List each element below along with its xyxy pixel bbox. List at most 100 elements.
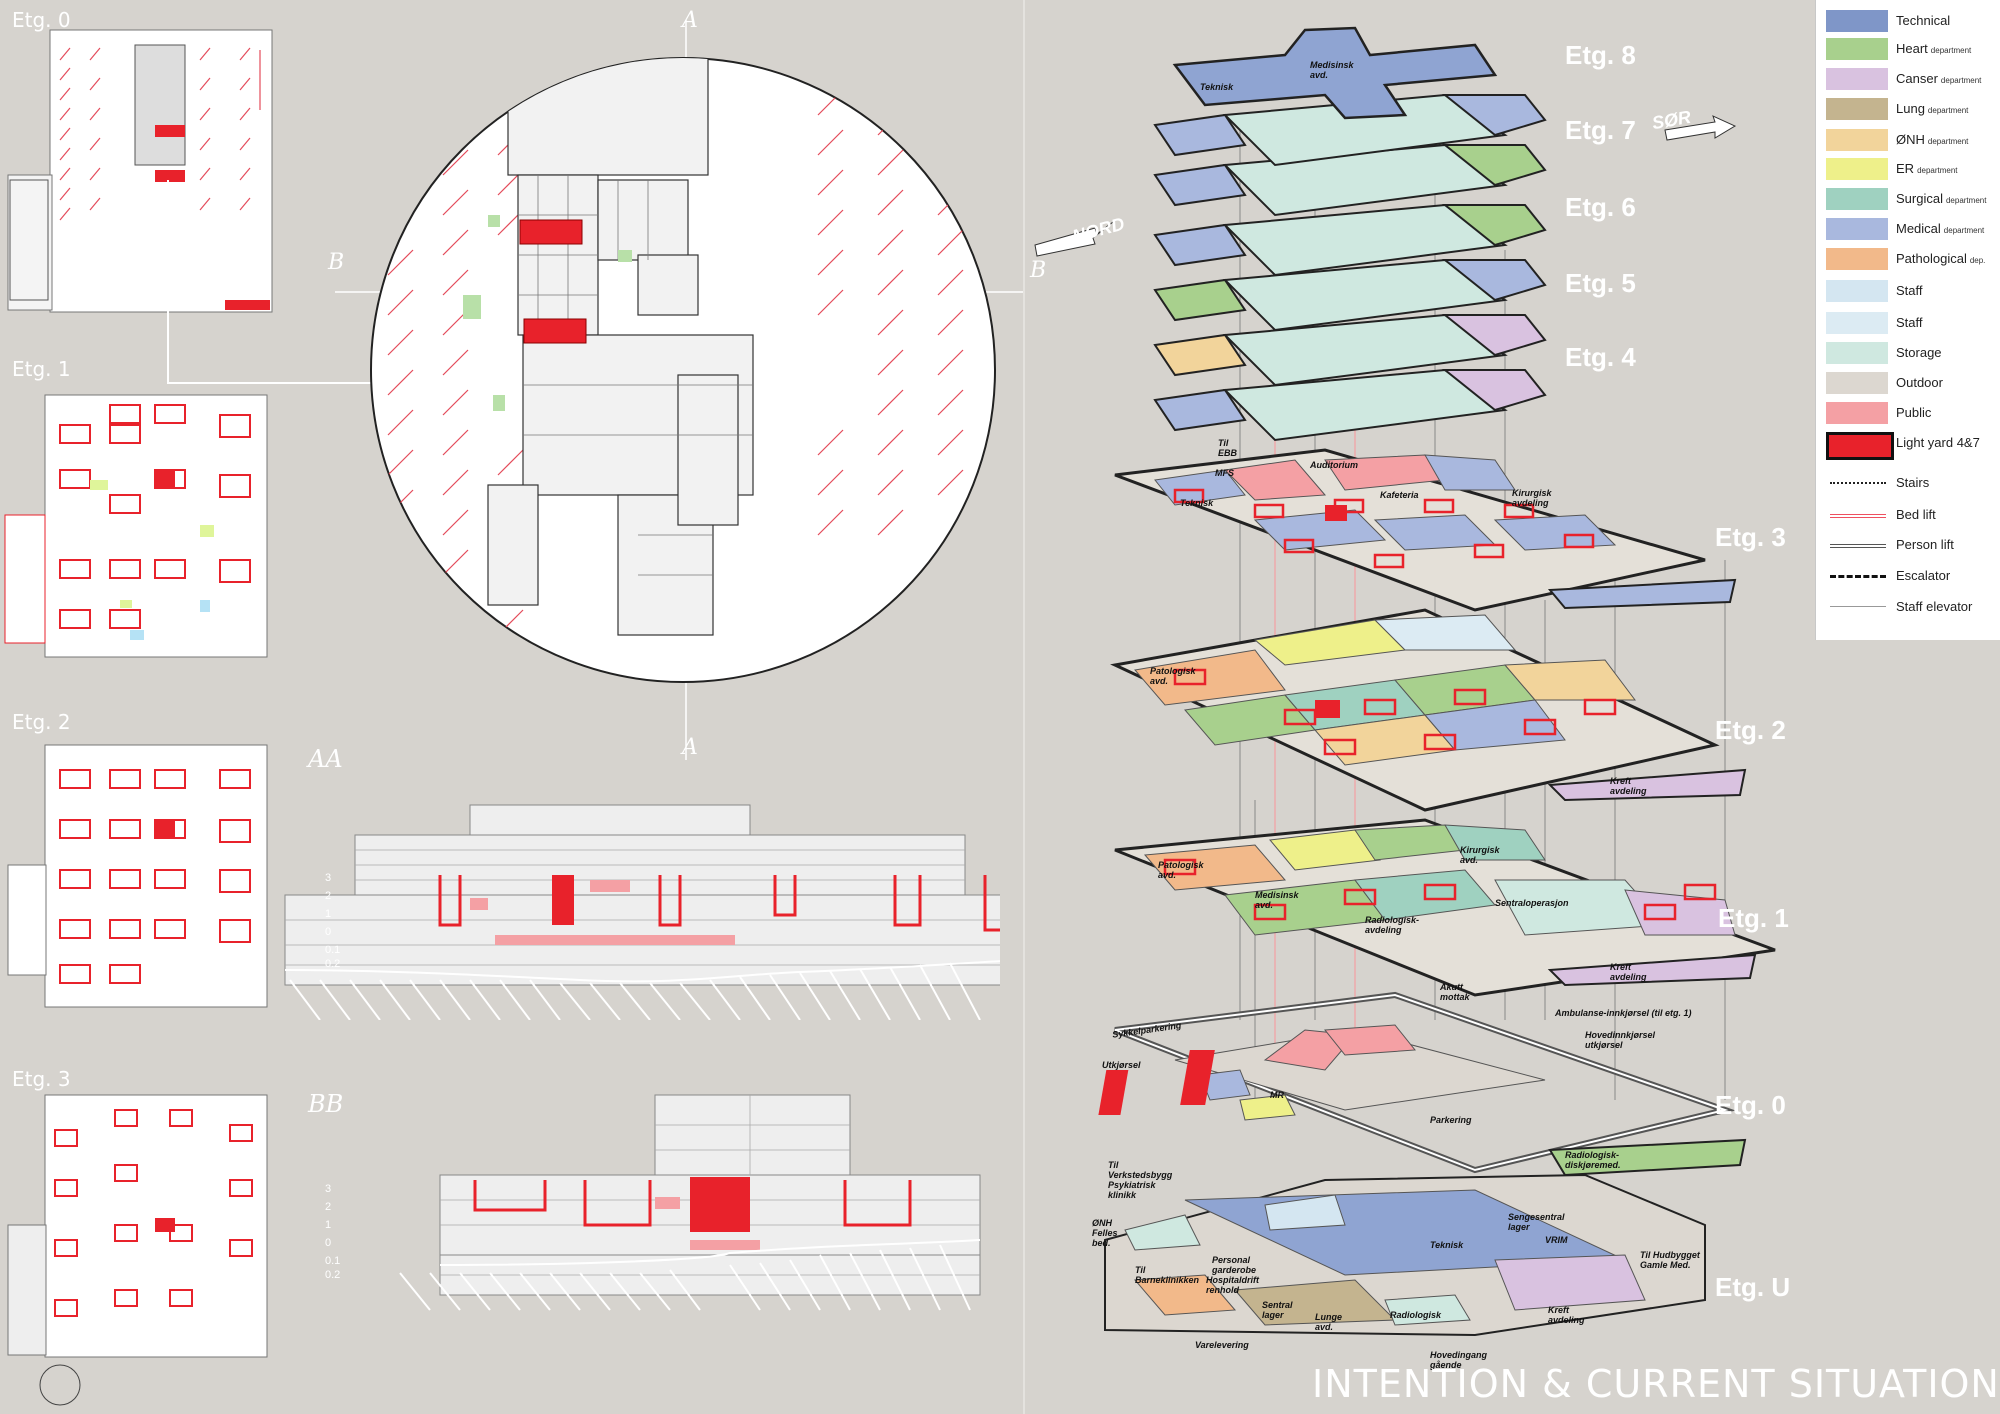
exploded-axonometric xyxy=(1034,26,1776,1337)
panel-divider xyxy=(1023,0,1025,1414)
legend-line-sample xyxy=(1830,482,1886,484)
legend-label-text: Staff elevator xyxy=(1896,599,1973,614)
legend-label: Staff elevator xyxy=(1896,599,1972,614)
label-lunge: Lunge avd. xyxy=(1315,1312,1342,1332)
section-mark-b-left: B xyxy=(328,250,345,275)
label-senge-lager: Sengesentral lager xyxy=(1508,1212,1565,1232)
section-mark-a-bottom: A xyxy=(682,735,698,760)
label-onh-felles: ØNH Felles bed. xyxy=(1092,1218,1118,1248)
legend-label-text: Storage xyxy=(1896,345,1942,360)
legend-item: Light yard 4&7 xyxy=(1826,430,1996,460)
legend-item: Bed lift xyxy=(1826,502,1996,528)
label-til-verksted: Til Verkstedsbygg Psykiatrisk klinikk xyxy=(1108,1160,1173,1200)
label-2-patologisk: Patologisk avd. xyxy=(1150,666,1196,686)
legend-line-sample xyxy=(1830,544,1886,548)
level-01: 0.1 xyxy=(325,944,341,956)
legend-label-sub: department xyxy=(1943,226,1985,235)
label-u-kreft: Kreft avdeling xyxy=(1548,1305,1585,1325)
legend-label-text: Heart xyxy=(1896,41,1928,56)
legend-swatch xyxy=(1826,38,1888,60)
level-0: 0 xyxy=(325,926,332,938)
level-2: 2 xyxy=(325,1201,332,1213)
legend-swatch xyxy=(1826,372,1888,394)
legend-label-sub: dep. xyxy=(1969,256,1986,265)
level-3: 3 xyxy=(325,872,332,884)
legend-item: Person lift xyxy=(1826,532,1996,558)
legend-label: Stairs xyxy=(1896,475,1929,490)
legend-swatch xyxy=(1826,98,1888,120)
legend-label-text: Light yard 4&7 xyxy=(1896,435,1980,450)
floor-tag-etg8: Etg. 8 xyxy=(1565,40,1636,70)
legend-label: Light yard 4&7 xyxy=(1896,435,1980,450)
legend-label-text: Staff xyxy=(1896,283,1923,298)
legend-line-sample xyxy=(1830,575,1886,578)
legend-swatch xyxy=(1826,342,1888,364)
label-2-kreft: Kreft avdeling xyxy=(1610,776,1647,796)
legend-label-text: Person lift xyxy=(1896,537,1954,552)
legend-swatch xyxy=(1826,248,1888,270)
legend-label-sub: department xyxy=(1945,196,1987,205)
legend-label-text: Technical xyxy=(1896,13,1951,28)
label-vrim: VRIM xyxy=(1545,1235,1568,1245)
legend-line-sample xyxy=(1830,606,1886,607)
legend-label-sub: department xyxy=(1940,76,1982,85)
label-1-patologisk: Patologisk avd. xyxy=(1158,860,1204,880)
level-1: 1 xyxy=(325,908,332,920)
label-0-radiologisk: Radiologisk-diskjøremed. xyxy=(1565,1150,1621,1170)
legend-swatch xyxy=(1826,129,1888,151)
legend-label-text: ØNH xyxy=(1896,132,1925,147)
legend-label-text: Pathological xyxy=(1896,251,1967,266)
label-akutt: Akutt mottak xyxy=(1440,982,1470,1002)
floor-tag-etg0: Etg. 0 xyxy=(1715,1090,1786,1120)
label-u-radiologisk: Radiologisk xyxy=(1390,1310,1442,1320)
legend-swatch xyxy=(1826,10,1888,32)
section-bb-drawing xyxy=(399,1094,981,1311)
label-vareleveranse: Varelevering xyxy=(1195,1340,1249,1350)
label-3-teknisk: Teknisk xyxy=(1180,498,1214,508)
floor-tag-etg3: Etg. 3 xyxy=(1715,522,1786,552)
section-mark-a-top: A xyxy=(682,8,698,33)
legend-label-sub: department xyxy=(1927,137,1969,146)
section-aa-levels: 3 2 1 0 0.1 0.2 xyxy=(325,872,345,972)
section-aa-label: AA xyxy=(308,745,343,773)
label-hovedinngang: Hovedingang gående xyxy=(1430,1350,1488,1370)
legend-item: Technical xyxy=(1826,8,1996,34)
legend-item: Storage xyxy=(1826,340,1996,366)
legend-item: Public xyxy=(1826,400,1996,426)
legend-label-text: Lung xyxy=(1896,101,1925,116)
floor-label-etg1: Etg. 1 xyxy=(12,357,71,381)
legend-label: Public xyxy=(1896,405,1931,420)
legend-swatch xyxy=(1826,280,1888,302)
label-1-kirurgisk: Kirurgisk avd. xyxy=(1460,845,1500,865)
legend-label-text: Bed lift xyxy=(1896,507,1936,522)
legend-label-text: Canser xyxy=(1896,71,1938,86)
section-bb-levels: 3 2 1 0 0.1 0.2 xyxy=(325,1183,345,1283)
legend-swatch xyxy=(1826,312,1888,334)
floor-tag-etg6: Etg. 6 xyxy=(1565,192,1636,222)
legend-item: Outdoor xyxy=(1826,370,1996,396)
level-02: 0.2 xyxy=(325,958,341,970)
legend-label: Bed lift xyxy=(1896,507,1936,522)
legend-swatch xyxy=(1826,68,1888,90)
legend-label: Outdoor xyxy=(1896,375,1943,390)
label-1-radiologisk: Radiologisk- avdeling xyxy=(1365,915,1420,935)
thumb-plan-etg0 xyxy=(7,29,273,313)
legend-label-text: Staff xyxy=(1896,315,1923,330)
label-mfs: MFS xyxy=(1215,468,1234,478)
legend-label-sub: department xyxy=(1917,166,1958,175)
level-0: 0 xyxy=(325,1237,332,1249)
level-3: 3 xyxy=(325,1183,332,1195)
level-2: 2 xyxy=(325,890,332,902)
label-utkjorsel: Utkjørsel xyxy=(1102,1060,1141,1070)
legend-swatch xyxy=(1826,402,1888,424)
